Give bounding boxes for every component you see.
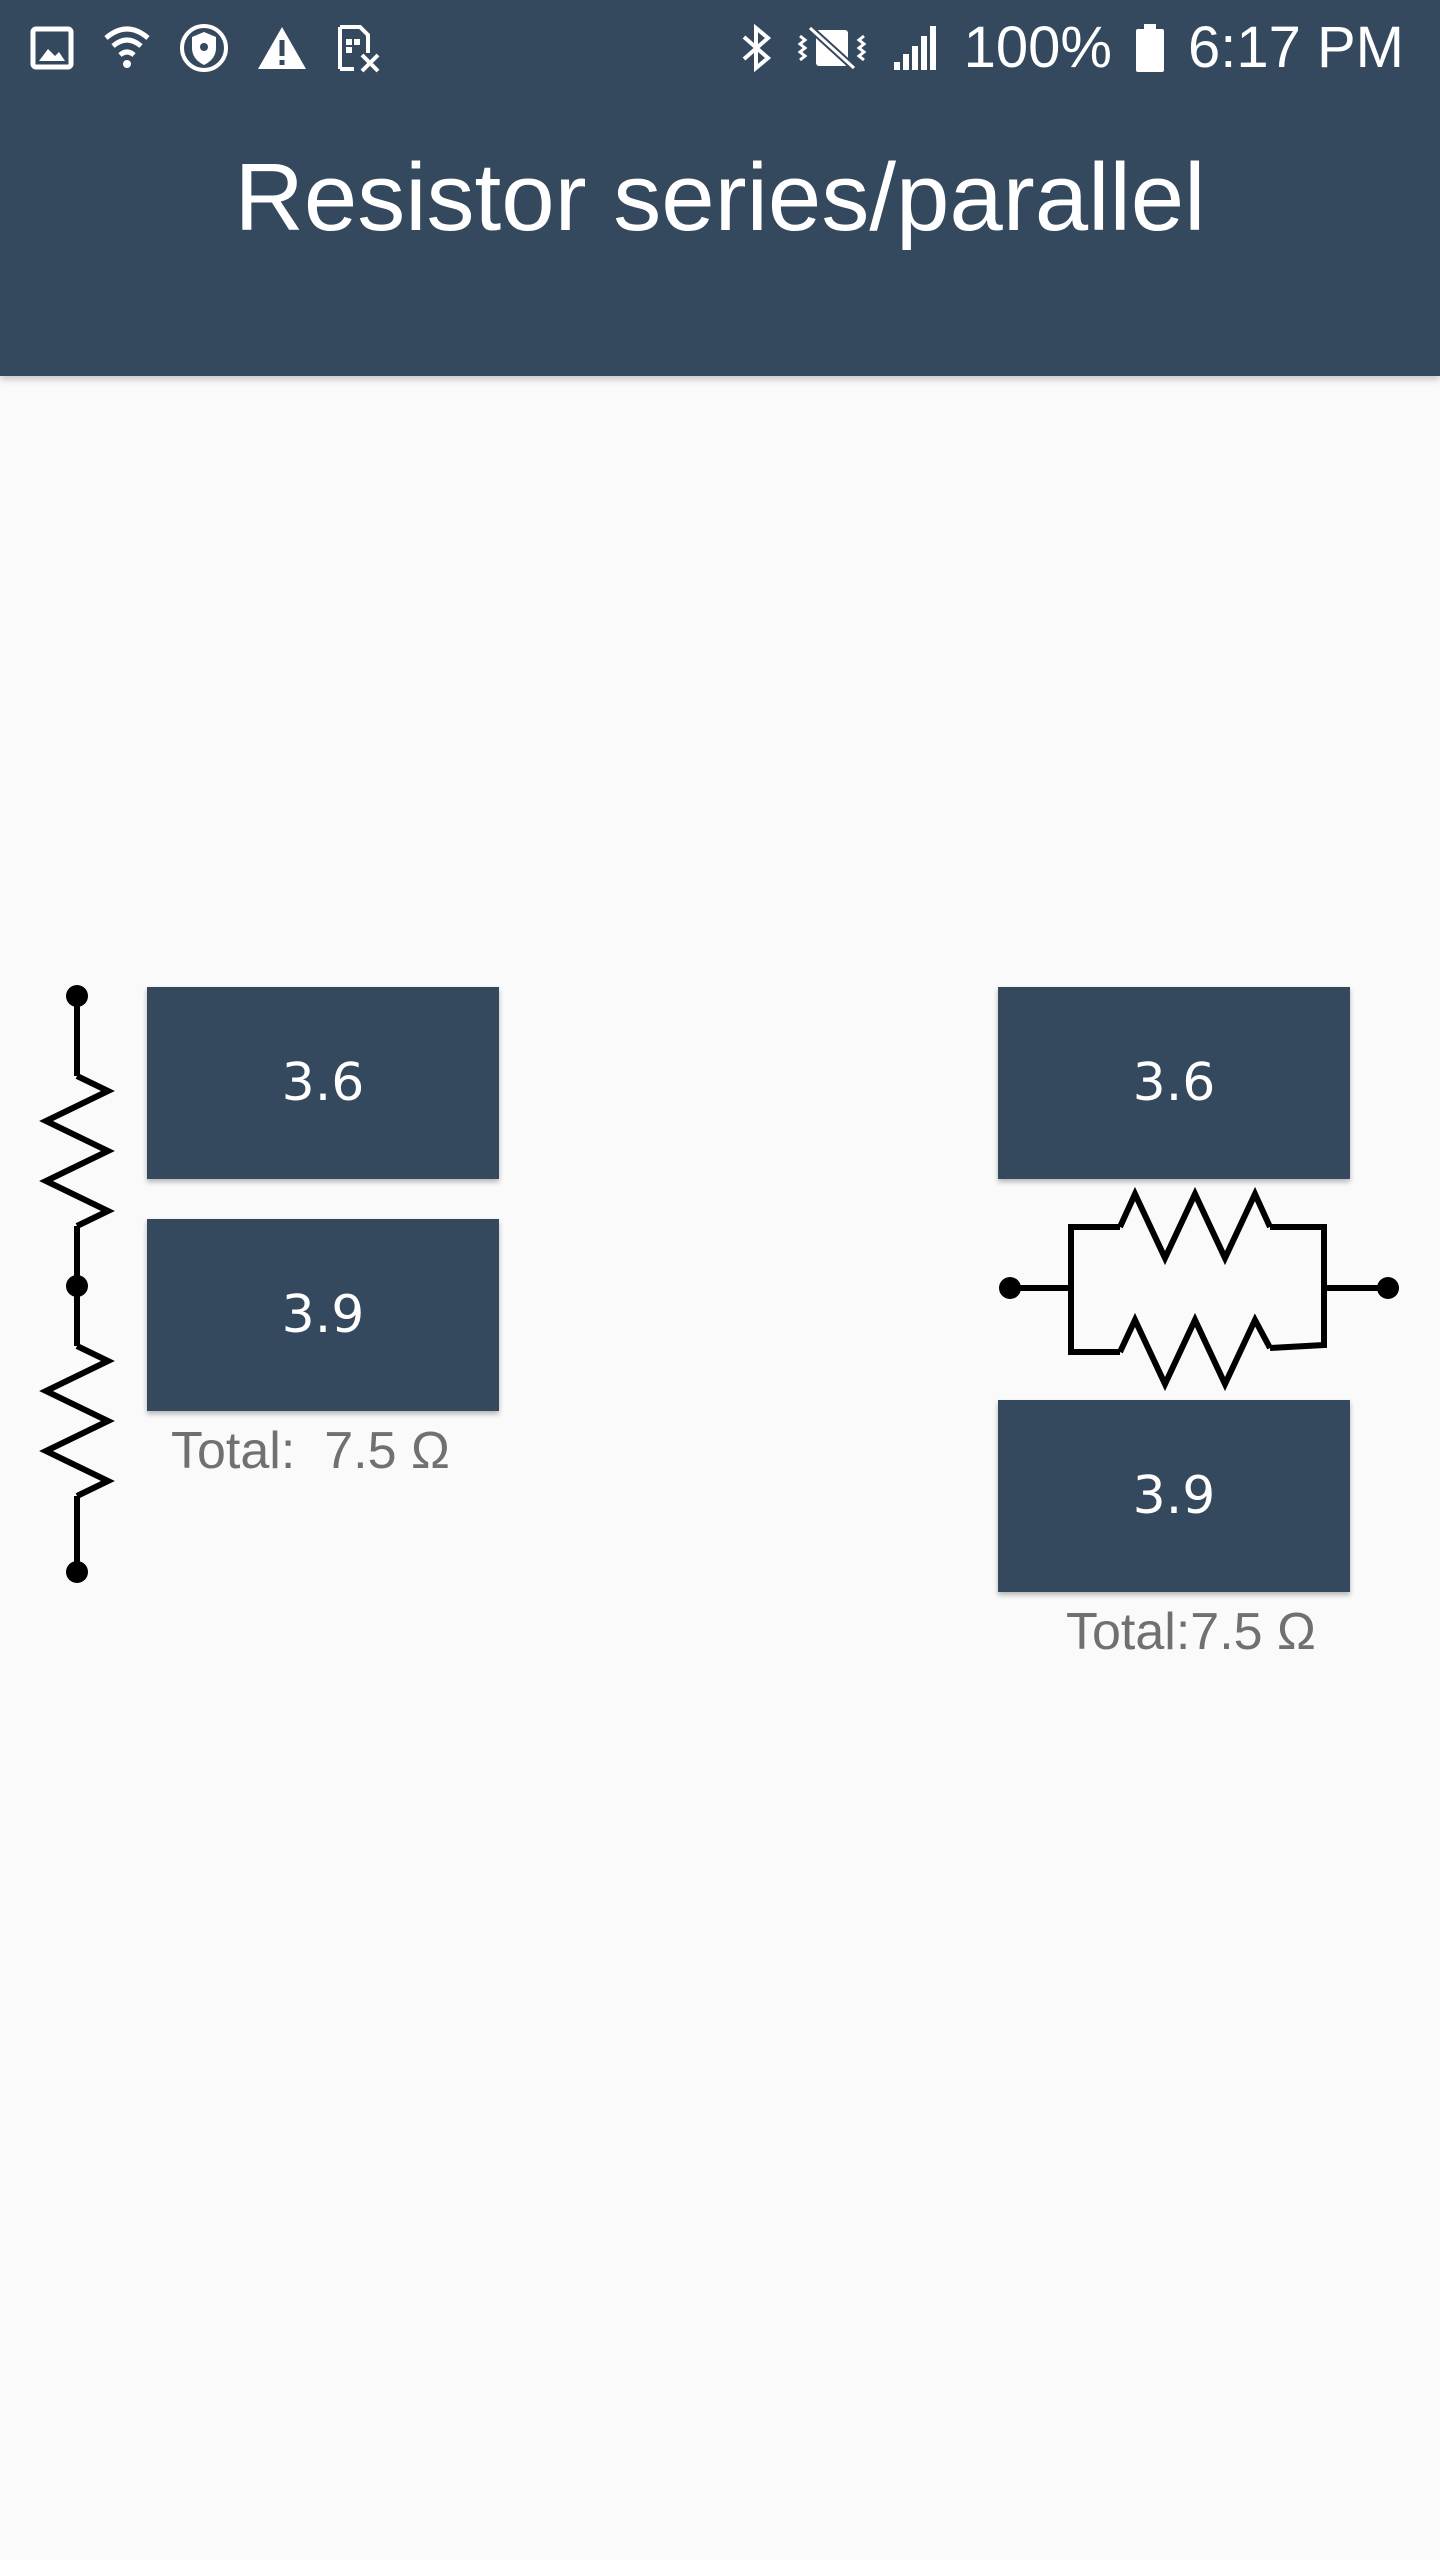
parallel-terminal-left — [999, 1277, 1021, 1299]
parallel-resistor-1-button[interactable]: 3.6 — [998, 987, 1350, 1179]
signal-icon — [890, 22, 942, 74]
series-circuit-diagram — [39, 985, 115, 1583]
parallel-total: Total:7.5 Ω — [1066, 1603, 1316, 1661]
series-resistor-2-button[interactable]: 3.9 — [147, 1219, 499, 1411]
status-bar: 100% 6:17 PM — [0, 0, 1440, 96]
series-total: Total: 7.5 Ω — [171, 1421, 450, 1481]
status-left-icons — [28, 18, 382, 78]
vibrate-mute-icon — [796, 22, 868, 74]
series-terminal-top — [66, 985, 88, 1007]
gallery-icon — [28, 24, 76, 72]
series-resistor-1-button[interactable]: 3.6 — [147, 987, 499, 1179]
parallel-resistor-2-button[interactable]: 3.9 — [998, 1400, 1350, 1592]
parallel-circuit-diagram — [999, 1186, 1399, 1392]
page-title: Resistor series/parallel — [234, 144, 1206, 251]
series-terminal-bottom — [66, 1561, 88, 1583]
battery-percent: 100% — [963, 15, 1112, 80]
parallel-terminal-right — [1377, 1277, 1399, 1299]
series-total-value: 7.5 Ω — [324, 1422, 450, 1480]
series-total-label: Total: — [171, 1422, 296, 1480]
wifi-icon — [102, 24, 152, 72]
series-junction — [66, 1275, 88, 1297]
warning-icon — [256, 24, 308, 72]
sim-card-icon — [334, 23, 382, 73]
bluetooth-icon — [738, 22, 774, 74]
status-right-icons: 100% 6:17 PM — [738, 12, 1404, 84]
clock: 6:17 PM — [1188, 15, 1404, 80]
shield-icon — [178, 22, 230, 74]
app-bar: Resistor series/parallel — [0, 96, 1440, 376]
battery-icon — [1134, 22, 1166, 74]
